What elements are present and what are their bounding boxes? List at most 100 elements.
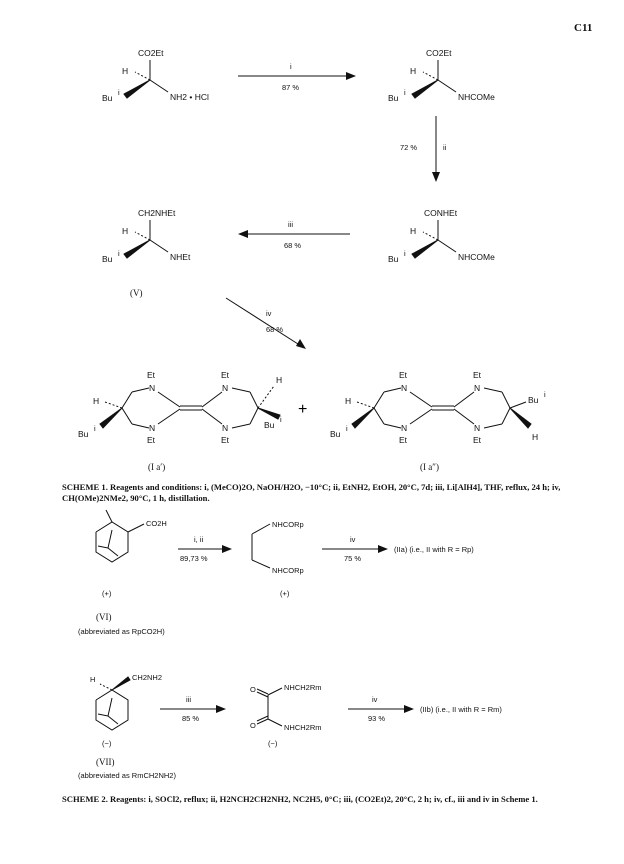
ethylamine-label: NHEt — [170, 252, 191, 262]
isobutyl-label: Bu — [388, 93, 399, 103]
compound-diamine-v: CH2NHEt H Bu i NHEt (V) — [102, 208, 191, 298]
hydrogen-label: H — [122, 66, 128, 76]
ester-group-label: CO2Et — [138, 48, 164, 58]
aminomethyl-label: CH2NHEt — [138, 208, 176, 218]
amide-top-label: NHCORp — [272, 520, 304, 529]
page-number: C11 — [574, 22, 593, 34]
scheme1-caption: SCHEME 1. Reagents and conditions: i, (M… — [62, 482, 572, 504]
ethyl-label: Et — [147, 435, 156, 445]
hydrogen-label: H — [345, 396, 351, 406]
yield-label: 68 % — [284, 241, 301, 250]
hydrogen-label: H — [93, 396, 99, 406]
ethyl-label: Et — [399, 370, 408, 380]
acetamide-label: NHCOMe — [458, 92, 495, 102]
compound-number: (VII) — [96, 757, 115, 767]
nitrogen-label: N — [474, 383, 480, 393]
oxamide-top-label: NHCH2Rm — [284, 683, 322, 692]
arrow-steps-i-ii: i, ii 89,73 % — [178, 535, 232, 563]
ethyl-label: Et — [473, 370, 482, 380]
ethyl-label: Et — [147, 370, 156, 380]
isobutyl-label: Bu — [102, 254, 113, 264]
nitrogen-label: N — [401, 423, 407, 433]
hydrogen-label: H — [532, 432, 538, 442]
reagent-label: iii — [186, 695, 191, 704]
compound-number: (VI) — [96, 612, 112, 622]
hydrogen-label: H — [122, 226, 128, 236]
yield-label: 85 % — [182, 714, 199, 723]
isobutyl-superscript: i — [346, 424, 348, 433]
oxamide-bottom-label: NHCH2Rm — [284, 723, 322, 732]
amide-group-label: CONHEt — [424, 208, 458, 218]
arrow-step-ii: 72 % ii — [400, 116, 447, 182]
pinane-acid-vi: CO2H (+) (VI) (abbreviated as RpCO2H) — [78, 509, 167, 636]
yield-label: 87 % — [282, 83, 299, 92]
reagent-label: iii — [288, 220, 293, 229]
product-ia-prime: N N Et Et H Bu i N N Et Et H Bu i (I a′) — [78, 370, 282, 472]
bis-amide: NHCORp NHCORp (+) — [251, 520, 304, 598]
caption-heading: SCHEME 1. — [62, 482, 108, 492]
nitrogen-label: N — [149, 383, 155, 393]
isobutyl-label: Bu — [388, 254, 399, 264]
yield-label: 75 % — [344, 554, 361, 563]
compound-ethylamide: CONHEt H Bu i NHCOMe — [388, 208, 495, 264]
compound-number: (V) — [130, 288, 143, 298]
arrow-step-iii-b: iii 85 % — [160, 695, 226, 723]
arrow-step-iv-b: iv 93 % — [348, 695, 414, 723]
isobutyl-superscript: i — [280, 415, 282, 424]
reagent-label: i — [290, 62, 292, 71]
myrtanylamine-vii: H CH2NH2 (−) (VII) (abbreviated as RmCH2… — [78, 673, 176, 780]
reagent-label: i, ii — [194, 535, 204, 544]
aminomethyl-label: CH2NH2 — [132, 673, 162, 682]
amide-bottom-label: NHCORp — [272, 566, 304, 575]
oxygen-label: O — [250, 685, 256, 694]
caption-text: Reagents: i, SOCl2, reflux; ii, H2NCH2CH… — [110, 794, 538, 804]
arrow-step-i: i 87 % — [238, 62, 356, 92]
yield-label: 68 % — [266, 325, 283, 334]
amine-hcl-label: NH2 • HCl — [170, 92, 209, 102]
optical-sign: (−) — [268, 739, 278, 748]
hydrogen-label: H — [410, 66, 416, 76]
abbreviation-note: (abbreviated as RmCH2NH2) — [78, 771, 176, 780]
isobutyl-superscript: i — [404, 88, 406, 97]
ethyl-label: Et — [221, 435, 230, 445]
abbreviation-note: (abbreviated as RpCO2H) — [78, 627, 165, 636]
optical-sign: (+) — [102, 589, 112, 598]
yield-label: 93 % — [368, 714, 385, 723]
reagent-label: ii — [443, 143, 447, 152]
arrow-step-iv-a: iv 75 % — [322, 535, 388, 563]
oxygen-label: O — [250, 721, 256, 730]
plus-sign: + — [298, 401, 307, 418]
ethyl-label: Et — [221, 370, 230, 380]
isobutyl-label: Bu — [78, 429, 89, 439]
reagent-label: iv — [266, 309, 272, 318]
compound-number: (I a″) — [420, 462, 439, 472]
isobutyl-superscript: i — [118, 88, 120, 97]
acetamide-label: NHCOMe — [458, 252, 495, 262]
caption-text: Reagents and conditions: i, (MeCO)2O, Na… — [62, 482, 561, 503]
isobutyl-superscript: i — [404, 249, 406, 258]
nitrogen-label: N — [222, 383, 228, 393]
carboxyl-label: CO2H — [146, 519, 167, 528]
isobutyl-superscript: i — [544, 390, 546, 399]
isobutyl-superscript: i — [94, 424, 96, 433]
product-ia-double-prime: N N Et Et H Bu i N N Et Et Bu i H (I a″) — [330, 370, 546, 472]
optical-sign: (+) — [280, 589, 290, 598]
hydrogen-label: H — [90, 675, 95, 684]
nitrogen-label: N — [401, 383, 407, 393]
product-iia-label: (IIa) (i.e., II with R = Rp) — [394, 545, 474, 554]
isobutyl-label: Bu — [330, 429, 341, 439]
compound-leucine-ester-hcl: CO2Et H Bu i NH2 • HCl — [102, 48, 209, 103]
ethyl-label: Et — [399, 435, 408, 445]
nitrogen-label: N — [149, 423, 155, 433]
arrow-step-iii: iii 68 % — [238, 220, 350, 250]
isobutyl-label: Bu — [264, 420, 275, 430]
reagent-label: iv — [350, 535, 356, 544]
product-iib-label: (IIb) (i.e., II with R = Rm) — [420, 705, 502, 714]
hydrogen-label: H — [276, 375, 282, 385]
ethyl-label: Et — [473, 435, 482, 445]
arrow-step-iv: iv 68 % — [225, 297, 306, 349]
caption-heading: SCHEME 2. — [62, 794, 108, 804]
reagent-label: iv — [372, 695, 378, 704]
nitrogen-label: N — [222, 423, 228, 433]
